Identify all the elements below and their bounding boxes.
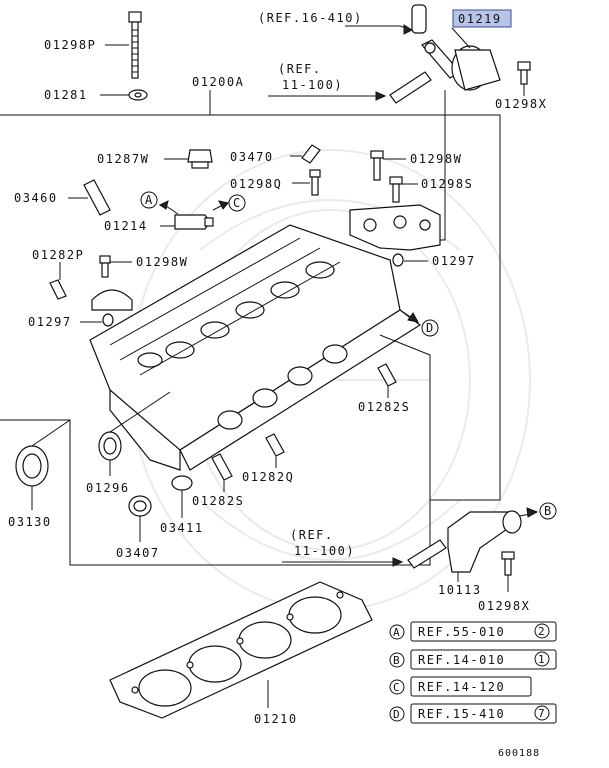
bolt-01298X-bot[interactable]	[501, 551, 515, 576]
ref-11-100-bot-line1: (REF.	[290, 528, 334, 542]
label-01296: 01296	[86, 481, 130, 495]
label-01210: 01210	[254, 712, 298, 726]
ref-11-100-top-line2: 11-100)	[282, 78, 343, 92]
stud-01282P[interactable]	[49, 279, 67, 300]
label-01298Q: 01298Q	[230, 177, 282, 191]
plug-01287W[interactable]	[187, 149, 213, 169]
legend-row-C[interactable]: C REF.14-120	[389, 676, 532, 697]
svg-text:A: A	[393, 626, 400, 639]
legend-row-A[interactable]: A REF.55-010 2	[389, 621, 557, 642]
legend-ref-A: REF.55-010	[418, 625, 505, 639]
pin-03470[interactable]	[301, 144, 321, 164]
label-03407: 03407	[116, 546, 160, 560]
cylinder-head[interactable]	[89, 224, 422, 471]
label-01282P: 01282P	[32, 248, 84, 262]
bolt-01298Q[interactable]	[309, 169, 321, 196]
o-ring-03411[interactable]	[171, 475, 193, 491]
label-01298S: 01298S	[421, 177, 473, 191]
cam-bracket[interactable]	[349, 204, 441, 251]
label-01298X-bot: 01298X	[478, 599, 530, 613]
label-01287W: 01287W	[97, 152, 149, 166]
stud-ref-11-100-bot[interactable]	[407, 539, 447, 569]
callout-C-letter: C	[233, 196, 240, 210]
callout-B-diagram	[539, 502, 557, 520]
callout-D-diagram	[421, 319, 439, 337]
dowel-01297-a[interactable]	[102, 313, 114, 327]
legend-ref-C: REF.14-120	[418, 680, 505, 694]
fitting-01214[interactable]	[174, 214, 214, 230]
callout-C-diagram	[228, 194, 246, 212]
callout-A-diagram	[140, 191, 158, 209]
sensor-01219[interactable]	[411, 4, 501, 91]
stud-01282S-b[interactable]	[211, 453, 233, 481]
label-01298X-top: 01298X	[495, 97, 547, 111]
legend-ref-D: REF.15-410	[418, 707, 505, 721]
label-01298W-b: 01298W	[136, 255, 188, 269]
label-03460: 03460	[14, 191, 58, 205]
water-outlet-10113[interactable]	[447, 510, 522, 573]
bolt-01298P[interactable]	[128, 11, 142, 79]
svg-text:B: B	[393, 654, 400, 667]
svg-text:C: C	[393, 681, 400, 694]
legend-row-B[interactable]: B REF.14-010 1	[389, 649, 557, 670]
callout-D-letter: D	[426, 321, 433, 335]
bolt-01298W-a[interactable]	[370, 150, 384, 181]
label-01282Q: 01282Q	[242, 470, 294, 484]
label-01298P: 01298P	[44, 38, 96, 52]
label-01200A: 01200A	[192, 75, 244, 89]
label-01298W-a: 01298W	[410, 152, 462, 166]
sleeve-03460[interactable]	[83, 179, 111, 216]
highlight-label-text: 01219	[458, 12, 502, 26]
callout-B-letter: B	[544, 504, 551, 518]
ref-16-410-leader	[345, 25, 413, 31]
ref-11-100-top-line1: (REF.	[278, 62, 322, 76]
label-03470: 03470	[230, 150, 274, 164]
label-10113: 10113	[438, 583, 482, 597]
assembly-frame	[0, 114, 501, 566]
legend-num-B: 1	[538, 653, 545, 666]
label-03130: 03130	[8, 515, 52, 529]
bolt-01298X-top[interactable]	[517, 61, 531, 85]
label-01282S-a: 01282S	[358, 400, 410, 414]
label-01297-a: 01297	[28, 315, 72, 329]
legend-row-D[interactable]: D REF.15-410 7	[389, 703, 557, 724]
legend-num-A: 2	[538, 625, 545, 638]
legend-num-D: 7	[538, 707, 545, 720]
legend-ref-B: REF.14-010	[418, 653, 505, 667]
dowel-01297-b[interactable]	[392, 253, 404, 267]
stud-ref-11-100-top[interactable]	[389, 71, 432, 104]
ref-11-100-bot-line2: 11-100)	[294, 544, 355, 558]
label-01214: 01214	[104, 219, 148, 233]
callout-A-letter: A	[145, 193, 153, 207]
label-01282S-b: 01282S	[192, 494, 244, 508]
label-01281: 01281	[44, 88, 88, 102]
label-01297-b: 01297	[432, 254, 476, 268]
ref-16-410-text: (REF.16-410)	[258, 11, 363, 25]
highlight-label-box[interactable]	[452, 9, 512, 28]
svg-text:D: D	[393, 708, 400, 721]
bolt-01298W-b[interactable]	[99, 255, 111, 278]
cam-cap[interactable]	[91, 289, 133, 311]
head-gasket-01210[interactable]	[109, 581, 373, 719]
legend: A REF.55-010 2 B REF.14-010 1 C REF.14-1…	[389, 621, 557, 724]
label-03411: 03411	[160, 521, 204, 535]
bolt-01298S[interactable]	[389, 176, 403, 203]
stud-01282Q[interactable]	[265, 433, 285, 457]
stud-01282S-a[interactable]	[377, 363, 397, 387]
diagram-id: 600188	[498, 748, 540, 759]
